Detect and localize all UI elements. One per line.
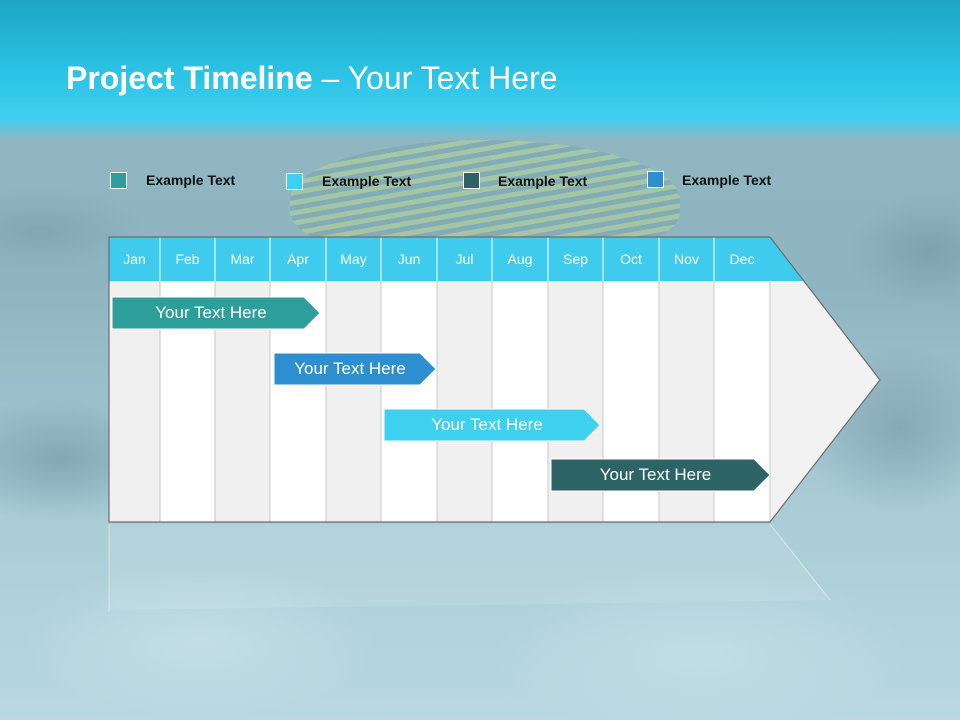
- task-arrow-2: [273, 352, 437, 386]
- month-label-jun: Jun: [397, 251, 421, 267]
- legend-swatch-1: [110, 172, 127, 189]
- task-arrow-3: [383, 408, 601, 442]
- month-label-sep: Sep: [563, 251, 588, 267]
- month-label-mar: Mar: [230, 251, 255, 267]
- month-label-nov: Nov: [674, 251, 699, 267]
- grid-column-jul: [436, 280, 493, 523]
- month-label-feb: Feb: [175, 251, 200, 267]
- month-label-aug: Aug: [507, 251, 533, 267]
- title-bold: Project Timeline: [66, 60, 313, 96]
- grid-column-jun: [380, 280, 438, 523]
- task-label-4: Your Text Here: [599, 465, 712, 484]
- grid-column-may: [325, 280, 382, 523]
- chart-frame: [108, 236, 881, 523]
- chart-reflection: [109, 524, 830, 610]
- month-bar: [109, 237, 805, 281]
- task-label-3: Your Text Here: [431, 415, 543, 434]
- month-label-apr: Apr: [287, 251, 309, 267]
- legend-swatch-2: [286, 173, 303, 190]
- task-arrow-1: [111, 296, 321, 330]
- header-band: [0, 0, 960, 140]
- month-label-may: May: [340, 251, 367, 267]
- task-label-1: Your Text Here: [155, 303, 267, 322]
- legend-label-3: Example Text: [498, 173, 588, 189]
- page-title: Project Timeline – Your Text Here: [66, 60, 558, 97]
- month-label-jan: Jan: [123, 251, 146, 267]
- legend-swatch-4: [647, 171, 664, 188]
- title-rest: – Your Text Here: [312, 60, 558, 96]
- legend-label-2: Example Text: [322, 173, 412, 189]
- month-label-dec: Dec: [729, 251, 755, 267]
- grid-column-aug: [491, 280, 549, 523]
- legend-label-1: Example Text: [146, 172, 236, 188]
- month-label-oct: Oct: [620, 251, 642, 267]
- task-arrow-4: [550, 458, 771, 492]
- task-label-2: Your Text Here: [294, 359, 406, 378]
- legend-label-4: Example Text: [682, 172, 772, 188]
- legend-swatch-3: [463, 172, 480, 189]
- reflection-edge: [769, 523, 831, 601]
- month-label-jul: Jul: [455, 251, 474, 267]
